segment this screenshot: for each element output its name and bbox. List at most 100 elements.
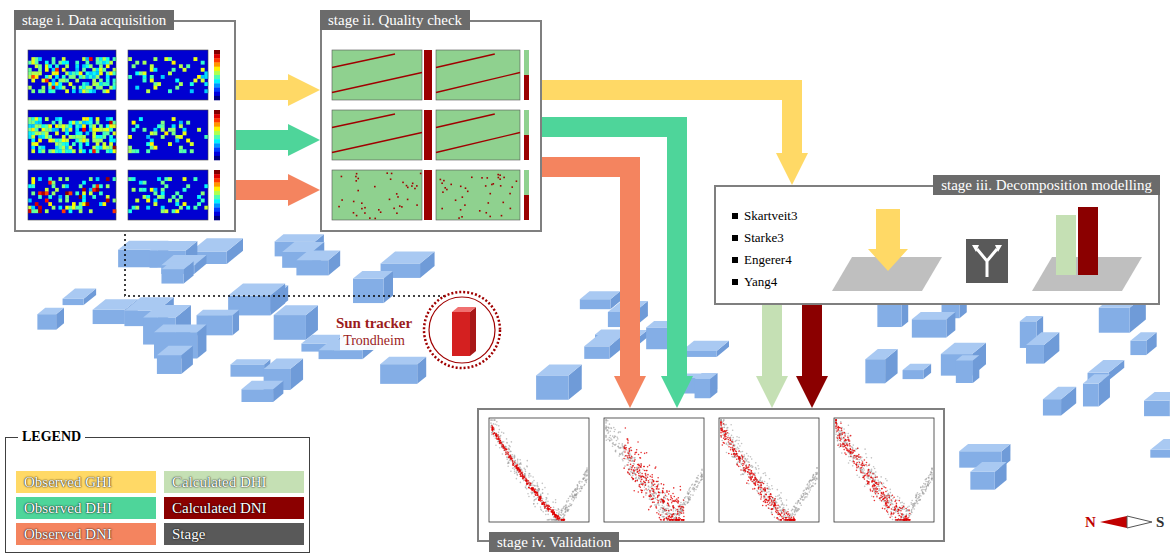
- heatmap-cell: [69, 146, 73, 150]
- stage-illustration: [479, 410, 943, 540]
- building-roof: [580, 291, 620, 299]
- colour-bar-step: [214, 195, 220, 199]
- heatmap-cell: [31, 184, 35, 188]
- observed-point: [681, 510, 683, 512]
- building-roof: [1043, 387, 1076, 399]
- heatmap-cell: [96, 82, 100, 86]
- model-point: [532, 488, 534, 490]
- observed-point: [560, 519, 562, 521]
- observed-point: [555, 502, 557, 504]
- building-roof: [1020, 316, 1043, 321]
- model-point: [557, 515, 559, 517]
- heatmap-cell: [69, 135, 73, 139]
- observed-point: [538, 488, 540, 490]
- observed-point: [531, 484, 533, 486]
- observed-point: [645, 480, 647, 482]
- flag-line: [436, 133, 520, 153]
- colour-bar: [214, 110, 220, 160]
- observed-point: [670, 519, 672, 521]
- flag-dot: [442, 191, 444, 193]
- flag-dot: [460, 209, 462, 211]
- observed-point: [506, 457, 508, 459]
- observed-point: [524, 473, 526, 475]
- model-point: [499, 441, 501, 443]
- heatmap-cell: [31, 121, 35, 125]
- heatmap-cell: [45, 68, 49, 72]
- heatmap-cell: [102, 89, 106, 93]
- heatmap-ground: [28, 170, 116, 220]
- observed-point: [534, 506, 536, 508]
- heatmap-cell: [55, 131, 59, 135]
- heatmap-cell: [62, 68, 66, 72]
- building-front: [157, 355, 181, 374]
- building-roof: [380, 357, 426, 364]
- heatmap-cell: [179, 82, 183, 86]
- observed-point: [534, 485, 536, 487]
- observed-point: [649, 493, 651, 495]
- observed-point: [582, 486, 584, 488]
- heatmap-cell: [106, 61, 110, 65]
- building-roof: [1130, 332, 1156, 340]
- heatmap-cell: [72, 121, 76, 125]
- heatmap-cell: [52, 139, 56, 143]
- observed-point: [525, 485, 527, 487]
- flag-panel: [332, 110, 529, 160]
- flag-dot: [411, 185, 413, 187]
- observed-point: [695, 489, 697, 491]
- observed-point: [522, 471, 524, 473]
- heatmap-cell: [89, 124, 93, 128]
- building-front: [584, 346, 609, 359]
- heatmap-cell: [96, 86, 100, 90]
- heatmap-cell: [75, 139, 79, 143]
- model-point: [520, 475, 522, 477]
- observed-point: [567, 510, 569, 512]
- heatmap-cell: [65, 64, 69, 68]
- observed-point: [503, 441, 505, 443]
- observed-point: [548, 519, 550, 521]
- observed-point: [521, 469, 523, 471]
- heatmap-cell: [172, 209, 176, 213]
- colour-bar-step: [214, 183, 220, 187]
- observed-point: [572, 491, 574, 493]
- observed-point: [564, 512, 566, 514]
- observed-point: [500, 442, 502, 444]
- observed-point: [585, 475, 587, 477]
- heatmap-cell: [150, 142, 154, 146]
- heatmap-cell: [31, 206, 35, 210]
- observed-point: [618, 443, 620, 445]
- building-front: [695, 379, 711, 398]
- flag-dot: [378, 209, 380, 211]
- model-point: [528, 481, 530, 483]
- observed-point: [701, 478, 703, 480]
- observed-point: [698, 483, 700, 485]
- building-front: [1026, 345, 1044, 364]
- model-point: [509, 455, 511, 457]
- heatmap-cell: [190, 142, 194, 146]
- heatmap-cell: [45, 124, 49, 128]
- heatmap-cell: [38, 206, 42, 210]
- heatmap-cell: [31, 61, 35, 65]
- observed-point: [530, 491, 532, 493]
- model-point: [493, 432, 495, 434]
- heatmap-cell: [172, 117, 176, 121]
- building-front: [1083, 384, 1099, 407]
- observed-point: [564, 514, 566, 516]
- observed-point: [547, 501, 549, 503]
- heatmap-cell: [82, 195, 86, 199]
- heatmap-cell: [52, 82, 56, 86]
- heatmap-cell: [153, 68, 157, 72]
- colour-bar-step: [214, 75, 220, 79]
- model-point: [522, 474, 524, 476]
- building-roof: [275, 234, 324, 241]
- heatmap-cell: [38, 89, 42, 93]
- heatmap-cell: [135, 86, 139, 90]
- observed-point: [540, 493, 542, 495]
- observed-point: [491, 432, 493, 434]
- heatmap-cell: [28, 124, 32, 128]
- observed-point: [505, 446, 507, 448]
- heatmap-cell: [38, 177, 42, 181]
- heatmap-cell: [96, 188, 100, 192]
- observed-point: [535, 498, 537, 500]
- observed-point: [558, 511, 560, 513]
- model-point: [525, 480, 527, 482]
